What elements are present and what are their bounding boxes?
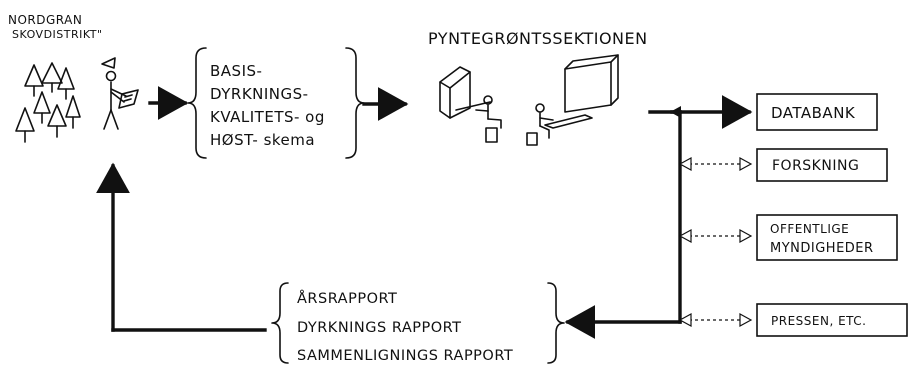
output-databank-label: DATABANK [771,104,856,122]
surveyor-figure-icon [101,57,139,130]
schema-block: BASIS- DYRKNINGS- KVALITETS- og HØST- sk… [187,47,365,159]
myndigheder-left-open-arrow [678,228,692,244]
reports-left-brace [271,282,289,364]
pressen-right-open-arrow [739,312,753,328]
output-pressen-label: PRESSEN, ETC. [771,314,866,328]
source-label-line1: NORDGRAN [8,13,82,27]
reports-right-brace [547,282,565,364]
databank-return-arrowhead [670,106,681,118]
schema-line1: BASIS- [210,62,262,80]
output-pressen: PRESSEN, ETC. [678,303,908,337]
forskning-right-open-arrow [739,156,753,172]
source-label-line2: SKOVDISTRIKT" [12,28,103,41]
forest-icon [15,62,81,143]
output-myndigheder-line2: MYNDIGHEDER [770,241,874,256]
output-databank: DATABANK [756,93,878,131]
forskning-left-open-arrow [678,156,692,172]
output-myndigheder-line1: OFFENTLIGE [770,222,849,236]
output-box-pressen [756,303,908,337]
schema-right-brace [345,47,365,159]
schema-line3: KVALITETS- og [210,108,325,126]
schema-line4: HØST- skema [210,131,315,149]
myndigheder-right-open-arrow [739,228,753,244]
report-item-2: DYRKNINGS RAPPORT [297,320,462,336]
schema-left-brace [187,47,207,159]
report-item-3: SAMMENLIGNINGS RAPPORT [297,348,513,364]
schema-line2: DYRKNINGS- [210,85,309,103]
output-box-databank [756,93,878,131]
reports-block: ÅRSRAPPORT DYRKNINGS RAPPORT SAMMENLIGNI… [271,282,565,364]
section-office-icon [439,54,619,146]
output-myndigheder: OFFENTLIGE MYNDIGHEDER [678,214,898,261]
pressen-left-open-arrow [678,312,692,328]
output-box-myndigheder [756,214,898,261]
output-forskning-label: FORSKNING [772,158,859,174]
output-forskning: FORSKNING [678,148,888,182]
section-title: PYNTEGRØNTSSEKTIONEN [428,29,648,48]
report-item-1: ÅRSRAPPORT [297,290,397,307]
output-box-forskning [756,148,888,182]
